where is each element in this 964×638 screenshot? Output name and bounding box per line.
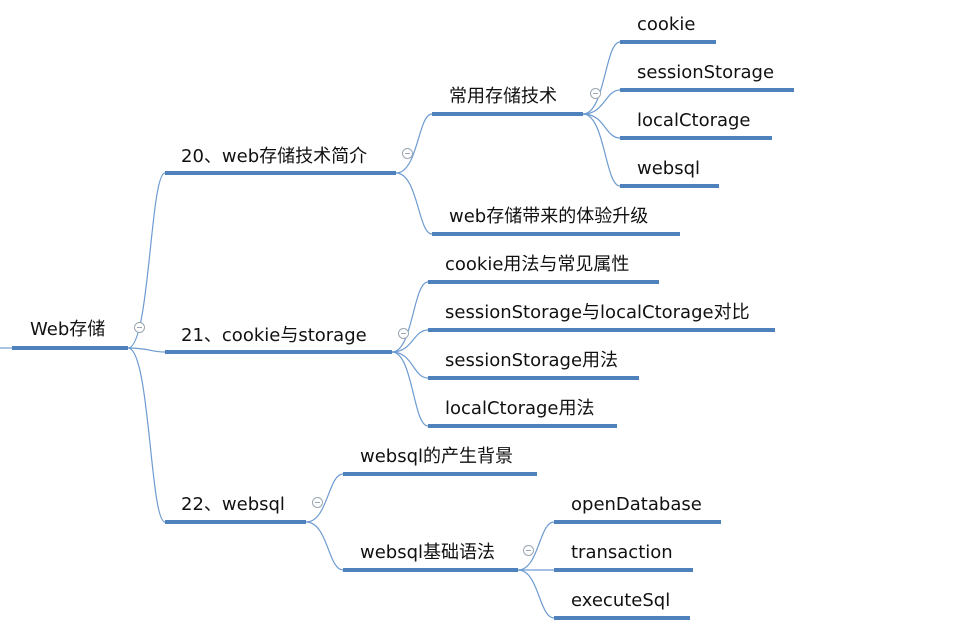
topic-underline [554, 568, 693, 572]
leaf-executesql[interactable]: executeSql [571, 590, 671, 611]
leaf-transaction[interactable]: transaction [571, 542, 673, 563]
topic-underline [343, 472, 537, 476]
leaf-cookie[interactable]: cookie [637, 14, 696, 35]
subtopic-experience-upgrade[interactable]: web存储带来的体验升级 [449, 206, 649, 227]
leaf-websql[interactable]: websql [637, 158, 701, 179]
topic-underline [554, 616, 690, 620]
leaf-sessionstorage[interactable]: sessionStorage [637, 62, 775, 83]
topic-underline [165, 520, 306, 524]
topic-underline [432, 112, 583, 116]
topic-underline [432, 232, 680, 236]
subtopic-storage-comparison[interactable]: sessionStorage与localCtorage对比 [445, 302, 750, 323]
topic-underline [343, 568, 518, 572]
subtopic-common-storage[interactable]: 常用存储技术 [449, 86, 557, 107]
topic-underline [165, 171, 396, 175]
topic-underline [165, 350, 392, 354]
topic-underline [554, 520, 721, 524]
collapse-icon[interactable] [134, 322, 145, 333]
collapse-icon[interactable] [590, 88, 601, 99]
leaf-opendatabase[interactable]: openDatabase [571, 494, 702, 515]
subtopic-sessionstorage-usage[interactable]: sessionStorage用法 [445, 350, 619, 371]
topic-underline [428, 328, 775, 332]
collapse-icon[interactable] [402, 148, 413, 159]
topic-underline [428, 376, 639, 380]
collapse-icon[interactable] [398, 328, 409, 339]
topic-underline [428, 424, 617, 428]
topic-underline [620, 88, 794, 92]
topic-section-21[interactable]: 21、cookie与storage [181, 325, 367, 346]
topic-section-20[interactable]: 20、web存储技术简介 [181, 146, 368, 167]
subtopic-cookie-usage[interactable]: cookie用法与常见属性 [445, 254, 630, 275]
topic-underline [620, 184, 719, 188]
topic-section-22[interactable]: 22、websql [181, 494, 285, 515]
root-topic[interactable]: Web存储 [30, 319, 106, 340]
leaf-localctorage[interactable]: localCtorage [637, 110, 751, 131]
collapse-icon[interactable] [312, 497, 323, 508]
topic-underline [428, 280, 659, 284]
subtopic-localctorage-usage[interactable]: localCtorage用法 [445, 398, 595, 419]
subtopic-websql-background[interactable]: websql的产生背景 [360, 446, 514, 467]
collapse-icon[interactable] [523, 545, 534, 556]
topic-underline [620, 136, 772, 140]
subtopic-websql-syntax[interactable]: websql基础语法 [360, 542, 496, 563]
topic-underline [620, 40, 716, 44]
root-underline [12, 346, 128, 350]
